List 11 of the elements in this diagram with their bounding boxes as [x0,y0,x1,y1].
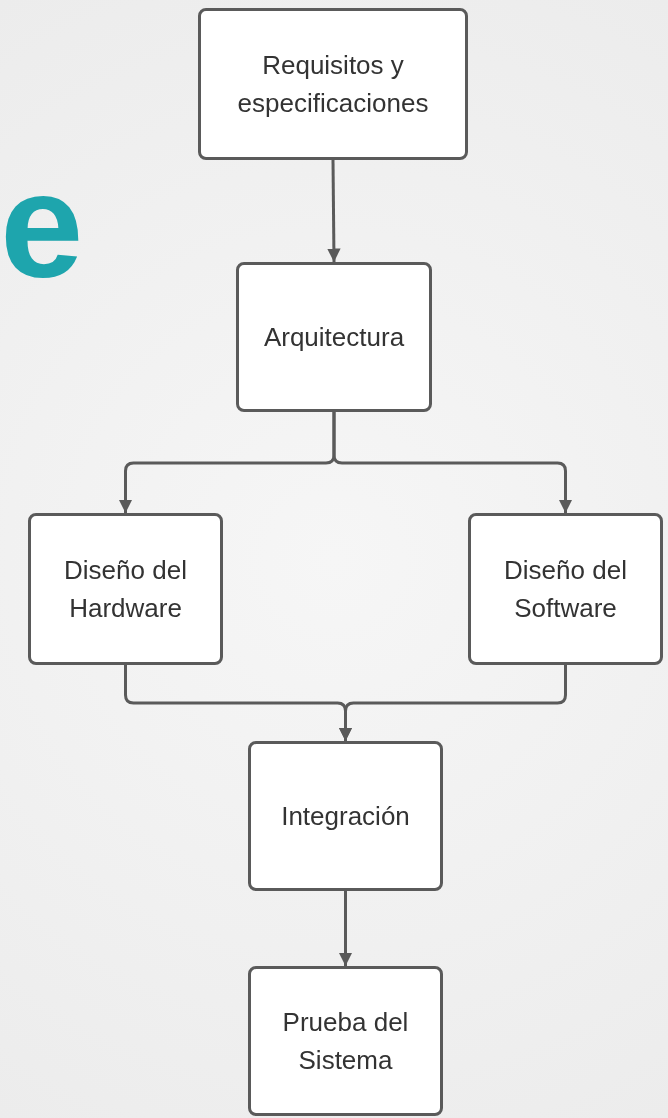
arrow [338,665,567,741]
arrow [327,160,341,262]
process-box: Prueba del Sistema [248,966,443,1116]
title-fragment: e [0,150,84,300]
process-box: Requisitos y especificaciones [198,8,468,160]
process-box: Diseño del Software [468,513,663,665]
arrow [332,412,573,513]
arrow [338,891,353,966]
process-box: Arquitectura [236,262,432,412]
process-box: Diseño del Hardware [28,513,223,665]
process-box: Integración [248,741,443,891]
